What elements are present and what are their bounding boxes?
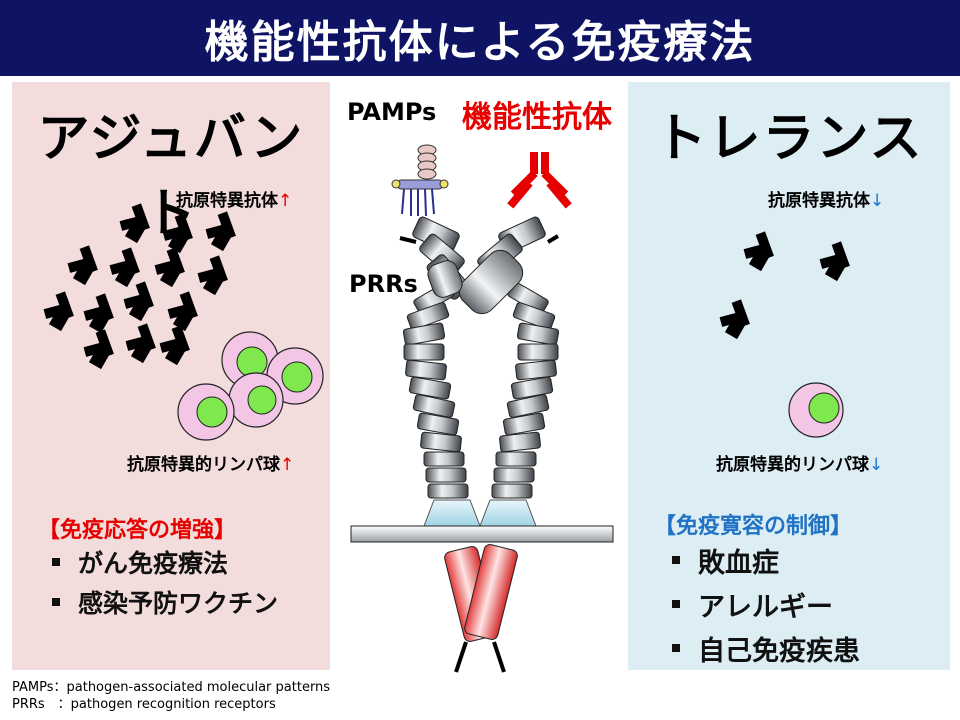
list-item-text: 自己免疫疾患 <box>698 635 860 667</box>
antibody-icon <box>114 198 159 245</box>
footnote-pamps: PAMPs：pathogen-associated molecular patt… <box>12 680 331 695</box>
adjuvant-antibody-text: 抗原特異抗体 <box>176 191 278 211</box>
tolerance-antibody-text: 抗原特異抗体 <box>768 191 870 211</box>
receptor-left-chain <box>402 216 470 499</box>
bullet-icon <box>672 600 680 608</box>
adjuvant-antibody-label: 抗原特異抗体↑ <box>176 186 292 211</box>
list-item: アレルギー <box>672 582 860 626</box>
intracellular-domain <box>444 544 518 673</box>
pamps-molecule-icon <box>391 144 449 217</box>
antibody-icon <box>38 286 83 333</box>
footnote-prrs: PRRs ：pathogen recognition receptors <box>12 697 276 712</box>
title-banner: 機能性抗体による免疫療法 <box>0 0 960 76</box>
tolerance-antibody-label: 抗原特異抗体↓ <box>768 186 884 211</box>
bullet-icon <box>672 644 680 652</box>
lymphocyte-icon <box>228 372 284 428</box>
antibody-icon <box>714 294 759 341</box>
tolerance-section-title: 【免疫寛容の制御】 <box>654 514 853 539</box>
antibody-icon <box>814 236 859 283</box>
adjuvant-list: がん免疫療法 感染予防ワクチン <box>52 542 278 622</box>
prr-receptor <box>399 216 560 527</box>
list-item: 敗血症 <box>672 538 860 582</box>
list-item-text: アレルギー <box>698 591 833 623</box>
list-item: 感染予防ワクチン <box>52 582 278 622</box>
increase-arrow-icon: ↑ <box>280 455 295 475</box>
list-item-text: 感染予防ワクチン <box>78 589 279 618</box>
cell-membrane <box>350 525 614 543</box>
tolerance-panel: トレランス 抗原特異抗体↓ 抗原特異的リンパ球↓ 【免疫寛容の制御】 敗血症 ア… <box>628 82 950 670</box>
tolerance-heading: トレランス <box>654 109 924 169</box>
decrease-arrow-icon: ↓ <box>870 191 885 211</box>
lymphocyte-cluster <box>177 331 324 441</box>
antibody-icon <box>162 286 207 333</box>
list-item-text: がん免疫療法 <box>78 549 229 578</box>
antibody-icon <box>78 288 123 335</box>
adjuvant-lymph-label: 抗原特異的リンパ球↑ <box>127 450 294 475</box>
bullet-icon <box>52 558 60 566</box>
antibody-icon <box>104 242 149 289</box>
lymphocyte-icon <box>177 383 235 441</box>
page-title: 機能性抗体による免疫療法 <box>204 17 756 68</box>
bullet-icon <box>672 556 680 564</box>
adjuvant-lymph-text: 抗原特異的リンパ球 <box>127 455 280 475</box>
receptor-right-chain <box>477 216 560 499</box>
antibody-icon <box>738 226 783 273</box>
antibody-icon <box>154 320 199 367</box>
tolerance-list: 敗血症 アレルギー 自己免疫疾患 <box>672 538 860 670</box>
tolerance-antibodies <box>714 226 859 341</box>
antibody-icon <box>78 324 123 371</box>
bullet-icon <box>52 598 60 606</box>
prrs-label: PRRs <box>349 270 418 298</box>
pamps-label: PAMPs <box>347 98 437 126</box>
antibody-icon <box>62 240 107 287</box>
increase-arrow-icon: ↑ <box>278 191 293 211</box>
decrease-arrow-icon: ↓ <box>869 455 884 475</box>
tolerance-lymph-label: 抗原特異的リンパ球↓ <box>716 450 883 475</box>
list-item: がん免疫療法 <box>52 542 278 582</box>
antibody-icon <box>192 250 237 297</box>
adjuvant-section-title: 【免疫応答の増強】 <box>38 518 237 543</box>
list-item: 自己免疫疾患 <box>672 626 860 670</box>
functional-antibody-label: 機能性抗体 <box>462 100 612 135</box>
tolerance-lymph-text: 抗原特異的リンパ球 <box>716 455 869 475</box>
lymphocyte-icon <box>788 382 844 438</box>
antibody-icon <box>120 318 165 365</box>
antibody-cluster <box>38 198 245 371</box>
functional-antibody-icon <box>507 152 572 209</box>
antibody-icon <box>200 206 245 253</box>
antibody-icon <box>149 242 194 289</box>
list-item-text: 敗血症 <box>698 547 779 579</box>
antibody-icon <box>157 208 202 255</box>
